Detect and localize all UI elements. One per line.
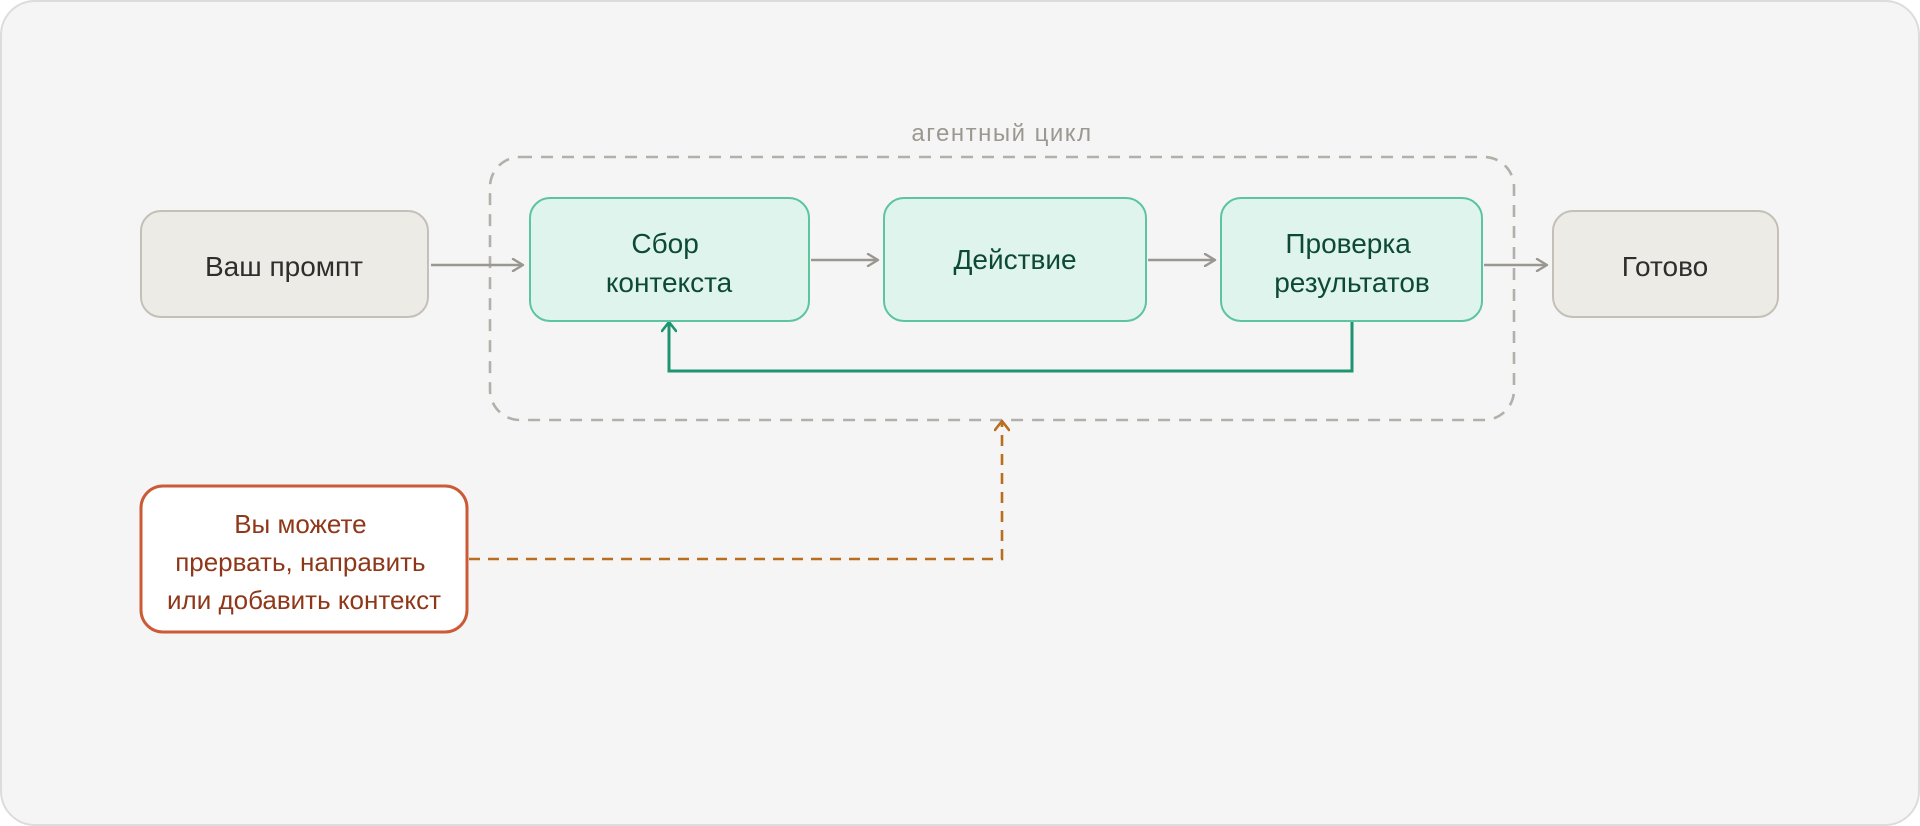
- node-verify-results-box: [1220, 197, 1483, 322]
- node-your-prompt: Ваш промпт: [140, 210, 429, 318]
- intervention-connector: [469, 421, 1002, 561]
- node-action-box: [883, 197, 1147, 322]
- node-intervention-box: [139, 484, 469, 634]
- node-action-label: Действие: [953, 244, 1076, 275]
- node-gather-context: Сбор контекста: [529, 197, 810, 322]
- node-intervention-label: Вы можете прервать, направить или добави…: [167, 509, 441, 615]
- node-done-label: Готово: [1622, 251, 1708, 282]
- loop-back-arrow: [669, 322, 1354, 373]
- node-done-box: [1552, 210, 1779, 318]
- node-done: Готово: [1552, 210, 1779, 318]
- node-intervention: Вы можете прервать, направить или добави…: [139, 484, 469, 634]
- node-verify-results-label: Проверка результатов: [1274, 228, 1430, 298]
- node-your-prompt-box: [140, 210, 429, 318]
- node-action: Действие: [883, 197, 1147, 322]
- node-your-prompt-label: Ваш промпт: [205, 251, 363, 282]
- node-gather-context-label: Сбор контекста: [606, 228, 733, 298]
- agent-loop-label: агентный цикл: [911, 120, 1092, 147]
- node-gather-context-box: [529, 197, 810, 322]
- connectors: [431, 260, 1547, 561]
- node-verify-results: Проверка результатов: [1220, 197, 1483, 322]
